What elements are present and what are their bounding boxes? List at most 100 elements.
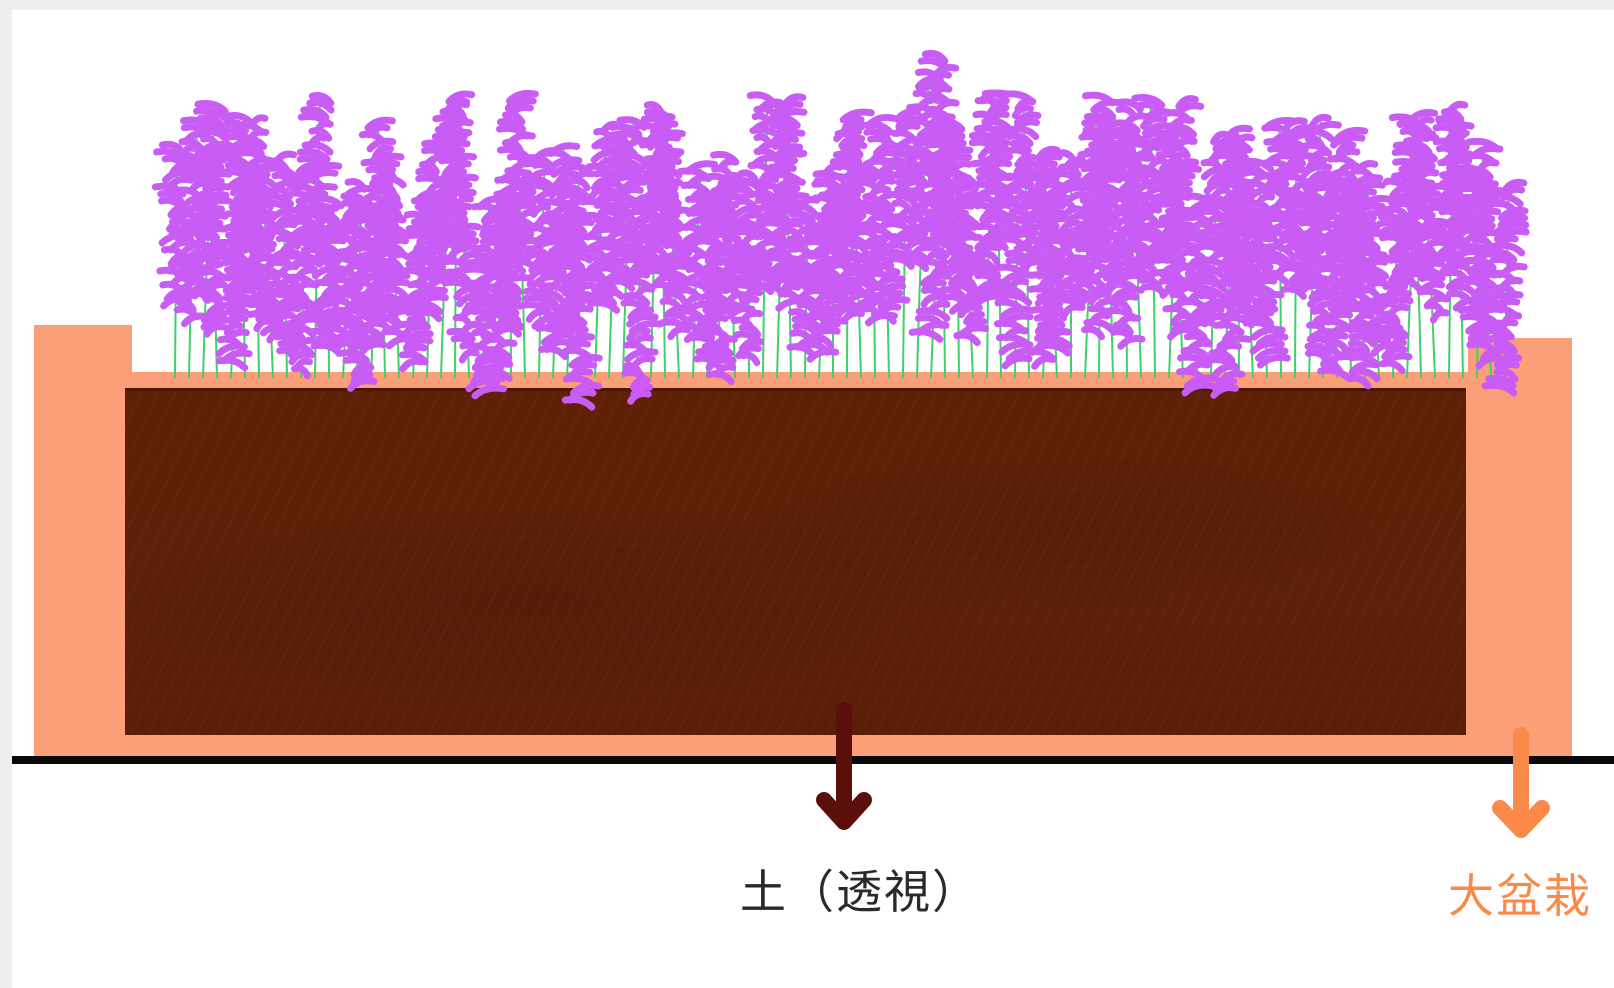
lavender-petal xyxy=(176,298,197,314)
lavender-petal xyxy=(1204,305,1225,321)
lavender-petal xyxy=(193,107,229,122)
lavender-petal xyxy=(1303,202,1326,217)
lavender-petal xyxy=(694,326,716,342)
lavender-petal xyxy=(345,195,376,210)
lavender-petal xyxy=(828,183,862,199)
lavender-petal xyxy=(647,185,680,201)
lavender-petal xyxy=(200,315,231,331)
lavender-petal xyxy=(564,332,596,348)
lavender-petal xyxy=(1090,105,1117,121)
lavender-petal xyxy=(223,111,255,127)
lavender-petal xyxy=(868,170,896,185)
lavender-petal xyxy=(1231,182,1255,198)
lavender-petal xyxy=(839,108,875,124)
lavender-petal xyxy=(157,189,185,205)
lavender-petal xyxy=(938,286,968,301)
lavender-petal xyxy=(1112,300,1133,315)
lavender-petal xyxy=(1211,377,1238,392)
lavender-petal xyxy=(1346,255,1369,271)
lavender-petal xyxy=(1158,185,1185,201)
lavender-petal xyxy=(667,325,691,341)
lavender-petal xyxy=(1035,145,1061,161)
lavender-petal xyxy=(307,161,343,177)
lavender-petal xyxy=(1034,173,1060,189)
lavender-petal xyxy=(957,303,983,319)
lavender-petal xyxy=(1488,248,1518,264)
lavender-petal xyxy=(963,310,985,326)
lavender-petal xyxy=(696,272,725,288)
lavender-petal xyxy=(1493,353,1523,369)
lavender-petal xyxy=(1156,136,1177,152)
lavender-petal xyxy=(548,156,583,171)
lavender-petal xyxy=(1175,95,1199,110)
lavender-petal xyxy=(921,49,949,65)
lavender-petal xyxy=(568,353,603,369)
lavender-petal xyxy=(888,213,917,228)
lavender-petal xyxy=(1468,186,1505,202)
lavender-petal xyxy=(425,181,446,197)
lavender-petal xyxy=(1466,256,1497,272)
lavender-petal xyxy=(562,234,588,250)
lavender-petal xyxy=(1031,355,1056,370)
lavender-petal xyxy=(340,314,366,329)
lavender-petal xyxy=(920,293,944,308)
lavender-petal xyxy=(1040,271,1065,287)
lavender-petal xyxy=(1013,111,1042,127)
lavender-petal xyxy=(1033,313,1066,329)
lavender-petal xyxy=(227,307,250,323)
lavender-petal xyxy=(199,128,230,143)
lavender-petal xyxy=(1485,374,1517,390)
lavender-petal xyxy=(1429,308,1450,324)
lavender-petal xyxy=(1011,104,1035,120)
lavender-petal xyxy=(946,184,980,200)
soil-texture xyxy=(125,391,1466,735)
lavender-petal xyxy=(945,153,973,168)
lavender-petal xyxy=(272,311,296,327)
lavender-petal xyxy=(1109,119,1141,135)
lavender-petal xyxy=(496,117,526,133)
lavender-petal xyxy=(871,198,896,213)
lavender-petal xyxy=(567,176,591,192)
lavender-petal xyxy=(626,312,659,328)
lavender-petal xyxy=(748,203,785,219)
lavender-petal xyxy=(303,182,338,198)
lavender-petal xyxy=(1305,349,1331,364)
lavender-petal xyxy=(944,177,977,193)
lavender-petal xyxy=(627,305,655,321)
lavender-petal xyxy=(647,164,683,180)
lavender-petal xyxy=(1153,129,1181,145)
lavender-petal xyxy=(1111,286,1145,301)
lavender-petal xyxy=(915,307,951,322)
lavender-petal xyxy=(401,322,432,338)
lavender-petal xyxy=(701,342,734,358)
lavender-petal xyxy=(1332,168,1359,184)
lavender-petal xyxy=(1468,207,1502,223)
lavender-petal xyxy=(525,308,551,323)
lavender-petal xyxy=(1378,359,1406,375)
lavender-petal xyxy=(238,135,268,150)
lavender-petal xyxy=(1493,220,1530,236)
lavender-petal xyxy=(861,283,887,299)
lavender-petal xyxy=(1358,195,1393,210)
lavender-petal xyxy=(1335,140,1357,156)
lavender-petal xyxy=(614,151,649,166)
lavender-petal xyxy=(504,96,537,112)
lavender-petal xyxy=(446,327,476,343)
lavender-petal xyxy=(549,177,573,192)
lavender-petal xyxy=(657,227,683,243)
lavender-petal xyxy=(983,138,1011,154)
lavender-petal xyxy=(444,208,469,224)
lavender-petal xyxy=(737,169,760,185)
lavender-petal xyxy=(1491,241,1526,257)
lavender-petal xyxy=(1203,214,1224,230)
lavender-petal xyxy=(1117,238,1152,254)
lavender-petal xyxy=(310,194,345,210)
lavender-petal xyxy=(754,175,780,191)
lavender-petal xyxy=(505,222,535,238)
lavender-petal xyxy=(346,377,378,392)
lavender-petal xyxy=(1380,310,1401,326)
lavender-petal xyxy=(1256,353,1291,369)
lavender-petal xyxy=(613,207,636,222)
lavender-petal xyxy=(402,336,434,352)
